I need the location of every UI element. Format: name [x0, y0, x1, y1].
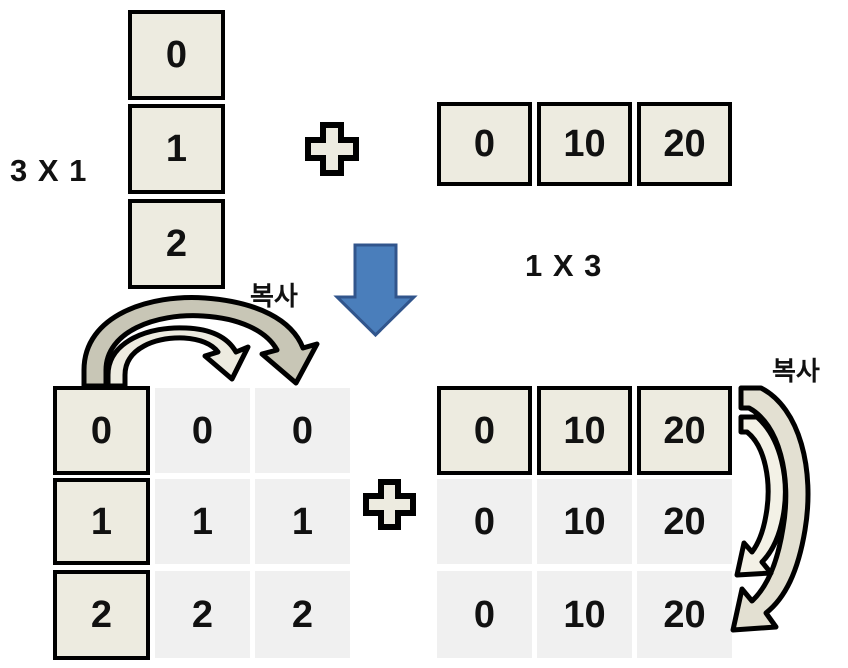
top-left-cell-2: 2 — [128, 199, 225, 289]
bottom-right-cell-r0c0: 0 — [437, 386, 532, 475]
bottom-right-cell-r2c1: 10 — [537, 571, 632, 658]
bottom-left-cell-r2c2: 2 — [255, 571, 350, 658]
bottom-left-cell-r1c2: 1 — [255, 479, 350, 564]
copy-label-left: 복사 — [250, 282, 298, 312]
top-left-cell-1: 1 — [128, 104, 225, 194]
top-right-cell-2: 20 — [637, 102, 732, 186]
bottom-right-cell-r1c0: 0 — [437, 479, 532, 564]
bottom-right-cell-r2c0: 0 — [437, 571, 532, 658]
top-right-cell-1: 10 — [537, 102, 632, 186]
bottom-right-cell-r1c1: 10 — [537, 479, 632, 564]
plus-icon-bottom — [363, 479, 416, 530]
shape-label-1x3: 1 X 3 — [525, 248, 603, 283]
bottom-left-cell-r1c0: 1 — [53, 478, 150, 565]
copy-arrow-left-small — [105, 325, 251, 389]
bottom-right-cell-r0c1: 10 — [537, 386, 632, 475]
shape-label-3x1: 3 X 1 — [10, 153, 88, 188]
bottom-left-cell-r0c1: 0 — [155, 388, 250, 473]
bottom-right-cell-r1c2: 20 — [637, 479, 732, 564]
bottom-right-cell-r0c2: 20 — [637, 386, 732, 475]
copy-arrow-right-small — [734, 414, 788, 578]
bottom-left-cell-r1c1: 1 — [155, 479, 250, 564]
bottom-right-cell-r2c2: 20 — [637, 571, 732, 658]
bottom-left-cell-r2c0: 2 — [53, 570, 150, 660]
plus-icon-top — [305, 122, 359, 176]
top-right-cell-0: 0 — [437, 102, 532, 186]
bottom-left-cell-r0c2: 0 — [255, 388, 350, 473]
down-arrow-icon — [333, 243, 418, 338]
copy-label-right: 복사 — [772, 357, 820, 387]
top-left-cell-0: 0 — [128, 10, 225, 100]
bottom-left-cell-r2c1: 2 — [155, 571, 250, 658]
copy-arrow-right-large — [730, 385, 811, 633]
bottom-left-cell-r0c0: 0 — [53, 386, 150, 475]
